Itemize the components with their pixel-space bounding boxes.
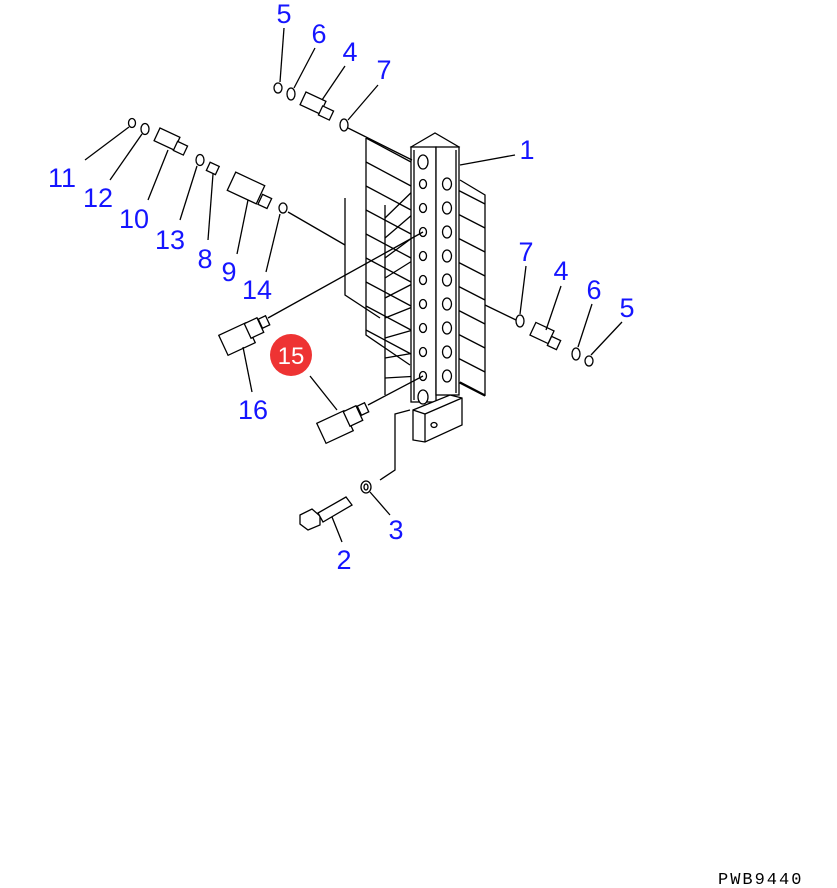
port-hole bbox=[441, 177, 453, 191]
callout-7b: 7 bbox=[518, 237, 533, 267]
plate-edge bbox=[365, 209, 412, 235]
port-hole bbox=[441, 297, 453, 311]
plate-edge bbox=[365, 281, 412, 307]
port-hole bbox=[418, 346, 428, 358]
callout-6: 6 bbox=[311, 19, 326, 49]
callout-2: 2 bbox=[336, 545, 351, 575]
callout-15: 15 bbox=[278, 343, 305, 370]
left-fittings bbox=[127, 117, 346, 246]
plate-edge bbox=[365, 137, 412, 163]
callout-14: 14 bbox=[242, 275, 272, 305]
callout-8: 8 bbox=[197, 244, 212, 274]
plate-edge bbox=[365, 185, 412, 211]
callout-7: 7 bbox=[376, 55, 391, 85]
callout-1: 1 bbox=[519, 135, 534, 165]
port-hole bbox=[441, 201, 453, 215]
callout-10: 10 bbox=[119, 204, 149, 234]
bolt-and-washer bbox=[299, 480, 372, 531]
highlighted-callout-15[interactable]: 15 bbox=[270, 334, 312, 376]
bracket bbox=[379, 394, 463, 481]
port-hole bbox=[418, 322, 428, 334]
callout-13: 13 bbox=[155, 225, 185, 255]
plate-edge bbox=[365, 233, 412, 259]
port-hole bbox=[441, 225, 453, 239]
callout-4b: 4 bbox=[553, 256, 568, 286]
connector-15 bbox=[315, 375, 424, 445]
callout-4: 4 bbox=[342, 37, 357, 67]
port-hole bbox=[441, 345, 453, 359]
port-hole bbox=[418, 298, 428, 310]
plate-edge bbox=[365, 329, 412, 355]
gasket-plates bbox=[344, 137, 486, 397]
callout-6b: 6 bbox=[586, 275, 601, 305]
port-hole bbox=[418, 250, 428, 262]
port-hole bbox=[418, 178, 428, 190]
callout-5: 5 bbox=[276, 0, 291, 29]
callout-5b: 5 bbox=[619, 293, 634, 323]
plate-edge bbox=[365, 257, 412, 283]
callout-11: 11 bbox=[48, 163, 76, 193]
leader-lines bbox=[84, 27, 623, 543]
port-hole bbox=[441, 273, 453, 287]
connector-16 bbox=[217, 231, 424, 357]
port-hole bbox=[441, 369, 453, 383]
callout-3: 3 bbox=[388, 515, 403, 545]
port-hole bbox=[441, 249, 453, 263]
top-fittings bbox=[273, 82, 594, 367]
plate-edge bbox=[365, 305, 412, 331]
callout-16: 16 bbox=[238, 395, 268, 425]
callout-9: 9 bbox=[221, 257, 236, 287]
highlight-marker bbox=[270, 334, 312, 376]
callout-labels: 5 6 4 7 1 11 12 10 13 8 9 14 7 4 6 5 16 … bbox=[48, 0, 635, 575]
port-hole bbox=[441, 321, 453, 335]
plate-edge bbox=[365, 161, 412, 187]
drawing-code: PWB9440 bbox=[718, 871, 803, 888]
callout-12: 12 bbox=[83, 183, 113, 213]
port-hole bbox=[418, 202, 428, 214]
port-hole bbox=[418, 274, 428, 286]
valve-block bbox=[409, 132, 461, 405]
